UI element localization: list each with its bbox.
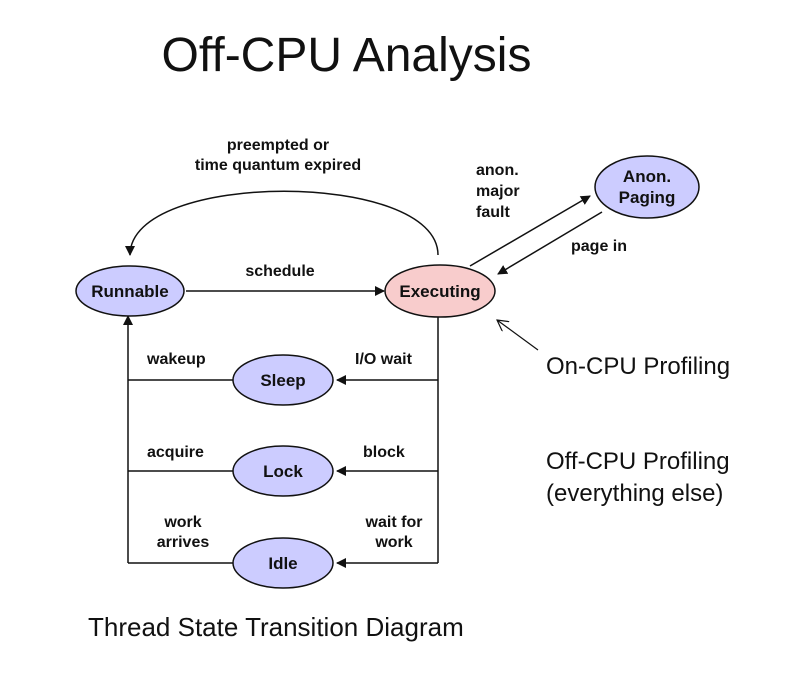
preempted-label-line2: time quantum expired <box>195 157 361 174</box>
page-title: Off-CPU Analysis <box>161 29 532 82</box>
page-in-arrow <box>497 211 603 275</box>
acquire-label: acquire <box>147 444 204 461</box>
anon-fault-arrow <box>469 195 591 267</box>
wait-for-work-label-line2: work <box>374 534 412 551</box>
node-lock-label: Lock <box>263 462 303 481</box>
diagram-caption: Thread State Transition Diagram <box>88 612 464 642</box>
work-arrives-label-line1: work <box>163 514 201 531</box>
wait-for-work-label-line1: wait for <box>365 514 423 531</box>
io-wait-label: I/O wait <box>355 351 413 368</box>
anon-fault-label-line2: major <box>476 183 520 200</box>
node-lock: Lock <box>232 445 334 497</box>
node-runnable: Runnable <box>75 265 185 317</box>
preempted-label-line1: preempted or <box>227 137 329 154</box>
node-sleep-label: Sleep <box>260 371 305 390</box>
schedule-label: schedule <box>245 263 314 280</box>
off-cpu-profiling-label: Off-CPU Profiling <box>546 448 730 475</box>
anon-fault-label-line3: fault <box>476 204 510 221</box>
node-runnable-label: Runnable <box>91 282 168 301</box>
preempted-arrow <box>125 190 439 256</box>
on-cpu-profiling-label: On-CPU Profiling <box>546 353 731 380</box>
node-anon-paging-label-line2: Paging <box>619 188 676 207</box>
node-anon-paging: Anon. Paging <box>594 155 700 219</box>
node-anon-paging-label-line1: Anon. <box>623 167 671 186</box>
node-idle-label: Idle <box>268 554 297 573</box>
node-executing: Executing <box>384 264 496 318</box>
node-sleep: Sleep <box>232 354 334 406</box>
work-arrives-label-line2: arrives <box>157 534 210 551</box>
block-label: block <box>363 444 405 461</box>
wakeup-label: wakeup <box>146 351 206 368</box>
anon-fault-label-line1: anon. <box>476 162 519 179</box>
off-cpu-profiling-sublabel: (everything else) <box>546 480 724 507</box>
node-idle: Idle <box>232 537 334 589</box>
on-cpu-pointer <box>497 320 539 351</box>
node-executing-label: Executing <box>399 282 480 301</box>
page-in-label: page in <box>571 238 627 255</box>
